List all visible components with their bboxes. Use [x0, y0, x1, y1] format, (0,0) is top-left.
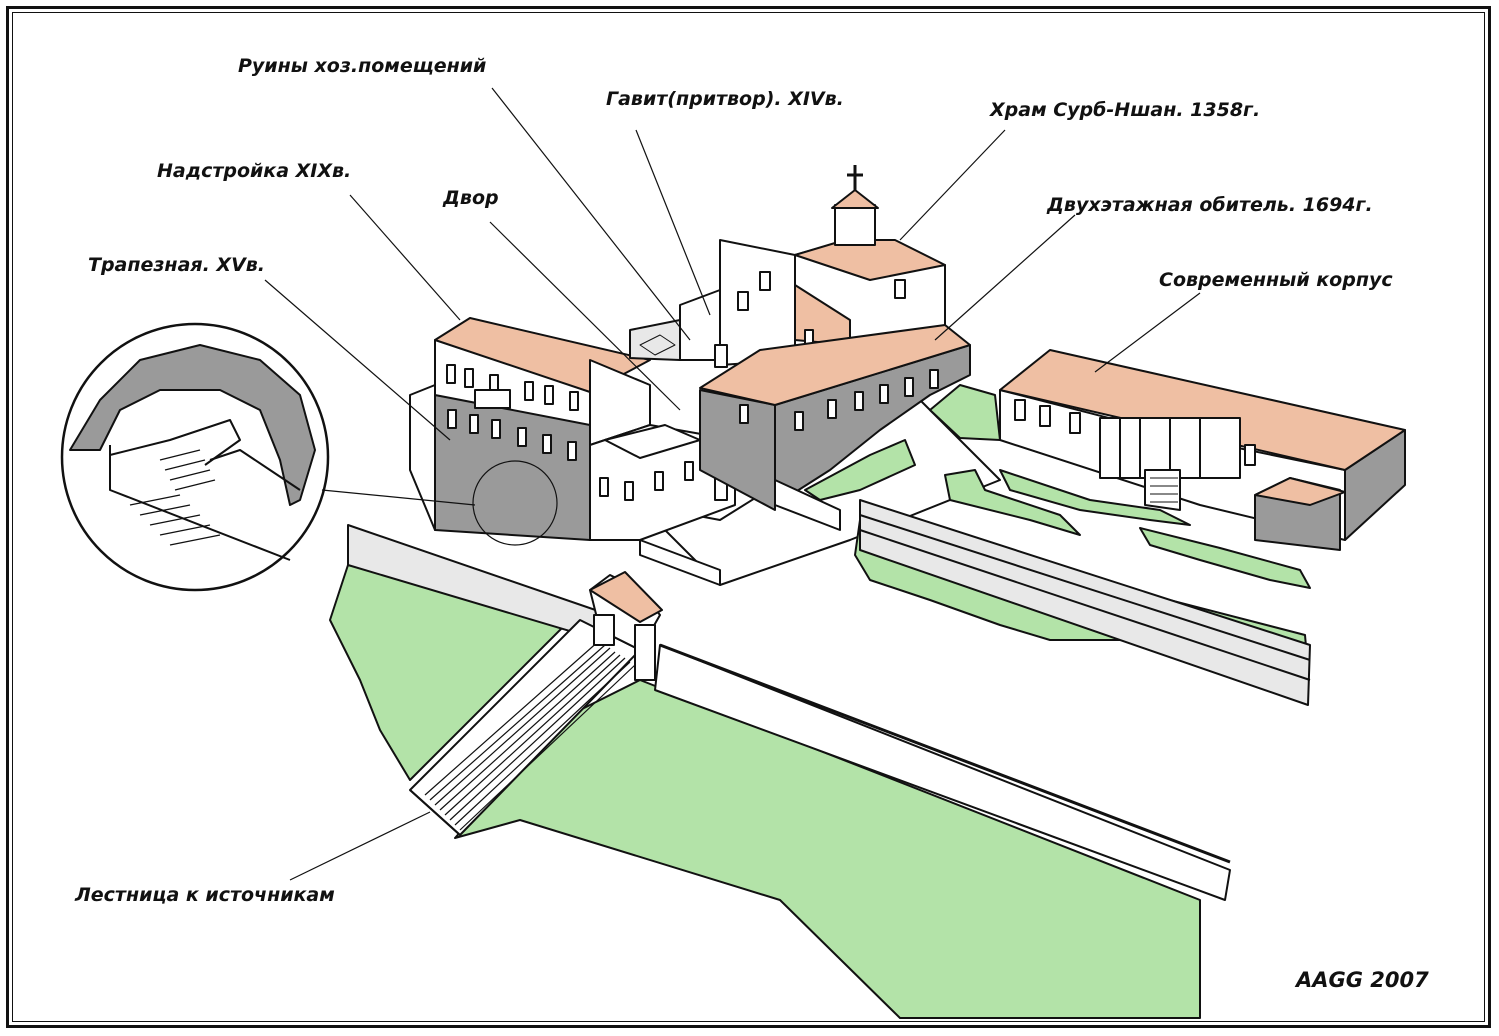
inset-detail	[60, 322, 330, 592]
roads	[347, 499, 1311, 901]
courtyard-house	[589, 424, 739, 586]
label-superstructure: Надстройка XIXв.	[157, 160, 352, 182]
springs-staircase	[409, 571, 663, 836]
two-storey-lodge	[699, 324, 971, 531]
refectory-building	[409, 317, 651, 546]
leader-lines	[264, 87, 1201, 881]
modern-building	[999, 349, 1406, 551]
label-two-storey: Двухэтажная обитель. 1694г.	[1047, 194, 1373, 216]
outer-frame	[6, 6, 1491, 1028]
label-ruins: Руины хоз.помещений	[238, 55, 487, 77]
label-modern: Современный корпус	[1159, 269, 1393, 291]
label-church: Храм Сурб-Ншан. 1358г.	[990, 99, 1261, 121]
signature: AAGG 2007	[1296, 968, 1429, 992]
label-refectory: Трапезная. XVв.	[88, 254, 266, 276]
label-stairs: Лестница к источникам	[75, 884, 335, 906]
label-courtyard: Двор	[443, 187, 499, 209]
church-complex	[629, 165, 946, 368]
inner-frame	[12, 12, 1485, 1022]
label-gavit: Гавит(притвор). XIVв.	[606, 88, 844, 110]
